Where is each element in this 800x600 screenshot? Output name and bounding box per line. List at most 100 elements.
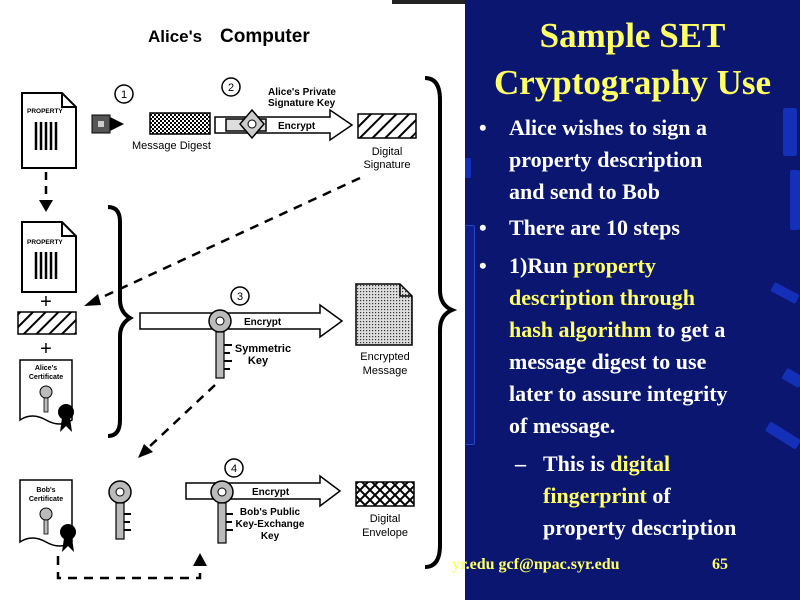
- plus-sign-1: +: [40, 291, 52, 313]
- slide-title-line-2: Cryptography Use: [493, 63, 772, 102]
- symmetric-key-label-1: Symmetric: [235, 343, 291, 355]
- bullet-1-line-3: and send to Bob: [509, 179, 661, 204]
- bob-certificate: Bob's Certificate: [19, 479, 76, 552]
- bullet-3-line-6: of message.: [509, 413, 616, 438]
- bullet-3-line-5: later to assure integrity: [509, 381, 728, 406]
- alice-cert-label-2: Certificate: [29, 374, 63, 381]
- bundle-signature-box: [17, 311, 77, 335]
- set-cryptography-diagram: Alice's Computer PROPERTY 1 Message Dige: [17, 26, 458, 580]
- encrypted-message-label-1: Encrypted: [360, 351, 410, 363]
- encrypted-message-label-2: Message: [363, 365, 408, 377]
- hash-function-box: [91, 114, 124, 134]
- step-4-number: 4: [231, 463, 237, 475]
- sub-bullet-line-2-rest: of: [646, 483, 671, 508]
- step-2-number: 2: [228, 82, 234, 94]
- footer-email: yr.edu gcf@npac.syr.edu: [452, 556, 620, 573]
- bullet-3-prefix: 1)Run: [509, 253, 574, 278]
- slide-title-line-1: Sample SET: [539, 16, 726, 55]
- bob-key-label-1: Bob's Public: [240, 507, 301, 518]
- message-digest-label: Message Digest: [132, 140, 211, 152]
- encrypt-arrow-4: Encrypt: [185, 474, 342, 508]
- property-label-2: PROPERTY: [27, 239, 63, 246]
- bullet-3-line-1: 1)Run property: [509, 250, 728, 282]
- bullet-3-highlight-1: property: [573, 253, 656, 278]
- decoration-bar-4: [781, 367, 800, 389]
- bullet-3-line-3-rest: to get a: [651, 317, 726, 342]
- symmetric-key-label-2: Key: [248, 355, 269, 367]
- digital-signature-label-2: Signature: [363, 159, 410, 171]
- top-edge-strip: [392, 0, 466, 4]
- diagram-svg: Alice's Computer PROPERTY 1 Message Dige: [17, 26, 458, 580]
- digital-envelope-label-2: Envelope: [362, 527, 408, 539]
- bullet-1-line-1: Alice wishes to sign a: [509, 115, 707, 140]
- flow-arrow-bob-cert-to-key: [56, 556, 202, 580]
- page-number: 65: [712, 556, 728, 573]
- bob-public-key-icon: [210, 480, 234, 544]
- private-key-label-1: Alice's Private: [268, 87, 336, 98]
- sub-bullet-line-1: This is digital: [543, 448, 736, 480]
- sub-bullet-highlight-2: fingerprint: [543, 483, 647, 508]
- step-1-number: 1: [121, 89, 127, 101]
- plus-sign-2: +: [40, 338, 52, 360]
- bullet-3-line-3: hash algorithm to get a: [509, 314, 728, 346]
- decoration-bar-1: [783, 108, 797, 156]
- digital-signature-label-1: Digital: [372, 146, 403, 158]
- bullet-symbol: •: [479, 215, 487, 240]
- digital-envelope-box: [355, 481, 415, 507]
- decoration-bar-3: [770, 282, 800, 304]
- bullet-2: • There are 10 steps: [479, 212, 680, 244]
- property-document-1: PROPERTY: [21, 92, 77, 169]
- encrypt-label-2: Encrypt: [278, 121, 316, 132]
- heading-alice: Alice's: [148, 27, 202, 46]
- bullet-symbol: •: [479, 253, 487, 278]
- decoration-bar-6: [465, 158, 471, 178]
- slide-text-panel: [465, 0, 800, 600]
- symmetric-key-small-icon: [108, 480, 132, 540]
- decoration-bar-2: [790, 170, 800, 230]
- alice-certificate: Alice's Certificate: [19, 359, 74, 432]
- encrypt-label-4: Encrypt: [252, 487, 290, 498]
- property-label-1: PROPERTY: [27, 108, 63, 115]
- bob-key-label-2: Key-Exchange: [236, 519, 305, 530]
- private-key-label-2: Signature Key: [268, 98, 336, 109]
- flow-arrow-signature-to-bundle: [95, 176, 361, 302]
- step-2-circle: [221, 77, 241, 97]
- bullet-1-line-2: property description: [509, 147, 703, 172]
- message-digest-box: [149, 112, 211, 135]
- bullet-3-highlight-3: hash algorithm: [509, 317, 652, 342]
- bullet-3: • 1)Run property description through has…: [479, 250, 728, 442]
- bullet-3-line-4: message digest to use: [509, 349, 707, 374]
- sub-bullet: – This is digital fingerprint of propert…: [515, 448, 737, 544]
- digital-envelope-label-1: Digital: [370, 513, 401, 525]
- slide-title: Sample SET Cryptography Use: [465, 12, 800, 106]
- heading-computer: Computer: [220, 26, 310, 47]
- encrypted-message-document: [355, 283, 413, 346]
- sub-bullet-line-3: property description: [543, 515, 737, 540]
- bob-key-label-3: Key: [261, 531, 280, 542]
- sub-bullet-prefix: This is: [543, 451, 611, 476]
- decoration-bar-7: [465, 225, 475, 445]
- alice-cert-label-1: Alice's: [35, 365, 57, 372]
- sub-bullet-highlight-1: digital: [610, 451, 671, 476]
- symmetric-key-icon: [208, 309, 232, 379]
- bob-cert-label-1: Bob's: [36, 487, 55, 494]
- property-document-2: PROPERTY: [21, 221, 77, 293]
- encrypt-arrow-3: Encrypt: [139, 303, 344, 339]
- bullet-1: • Alice wishes to sign a property descri…: [479, 112, 707, 208]
- bullet-3-line-2: description through: [509, 285, 696, 310]
- bob-cert-label-2: Certificate: [29, 496, 63, 503]
- dash-symbol: –: [515, 451, 526, 476]
- sub-bullet-line-2: fingerprint of: [543, 480, 736, 512]
- step-3-circle: [230, 286, 250, 306]
- private-key-icon: [225, 108, 267, 140]
- decoration-bar-5: [764, 421, 800, 450]
- encrypt-label-3: Encrypt: [244, 317, 282, 328]
- step-1-circle: [114, 84, 134, 104]
- right-brace: [424, 76, 458, 569]
- step-3-number: 3: [237, 291, 243, 303]
- bullet-symbol: •: [479, 115, 487, 140]
- bullet-2-line-1: There are 10 steps: [509, 215, 680, 240]
- left-brace: [107, 205, 134, 438]
- step-4-circle: [224, 458, 244, 478]
